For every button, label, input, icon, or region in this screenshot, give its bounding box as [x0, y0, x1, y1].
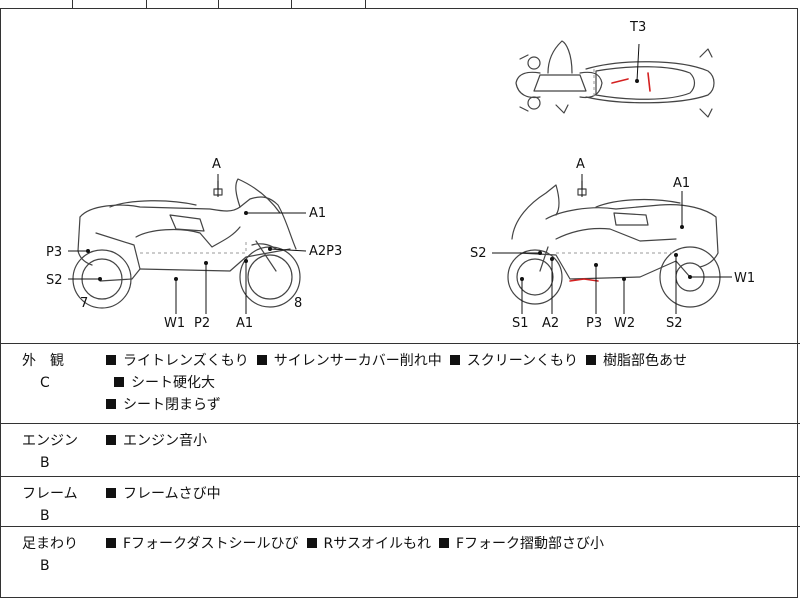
label-right-w1: W1: [734, 271, 755, 286]
label-left-8: 8: [294, 296, 302, 311]
bullet-square-icon: [256, 355, 267, 365]
bullet-square-icon: [438, 538, 449, 548]
category-name: 外 観: [22, 353, 64, 369]
issue-item: サイレンサーカバー削れ中: [256, 353, 442, 369]
damage-mark-seat-1: [611, 78, 629, 84]
issue-item: シート閉まらず: [106, 397, 221, 413]
issue-item: Fフォーク摺動部さび小: [438, 536, 604, 552]
issue-item: エンジン音小: [106, 433, 207, 449]
label-t3: T3: [629, 20, 646, 35]
label-left-p2: P2: [194, 316, 210, 331]
condition-row-frame: フレーム B フレームさび中: [0, 476, 800, 526]
top-view-drawing: [515, 40, 715, 118]
damage-diagram: T3 A A1 A2P3 P3 S2 7 8 W1 P2 A1 A A1 S2 …: [0, 9, 800, 343]
category-grade: C: [40, 375, 50, 391]
header-cell: [218, 0, 292, 8]
damage-mark-seat-2: [647, 72, 651, 92]
header-cell: [72, 0, 147, 8]
label-right-a2: A2: [542, 316, 559, 331]
condition-row-suspension: 足まわり B Fフォークダストシールひび Rサスオイルもれ Fフォーク摺動部さび小: [0, 526, 800, 600]
issue-list: ライトレンズくもりサイレンサーカバー削れ中スクリーンくもり樹脂部色あせシート硬化…: [106, 350, 796, 416]
label-left-a1: A1: [309, 206, 326, 221]
bullet-square-icon: [586, 355, 597, 365]
label-right-s2-bottom: S2: [666, 316, 683, 331]
bullet-square-icon: [114, 377, 124, 387]
label-right-s2: S2: [470, 246, 487, 261]
issue-list: エンジン音小: [106, 430, 796, 452]
label-left-w1: W1: [164, 316, 185, 331]
label-left-p3: P3: [46, 245, 62, 260]
label-right-p3: P3: [586, 316, 602, 331]
header-row-strip: [0, 0, 800, 8]
bullet-square-icon: [306, 538, 317, 548]
category-cell: フレーム B: [22, 483, 78, 527]
scooter-diagram-svg: T3 A A1 A2P3 P3 S2 7 8 W1 P2 A1 A A1 S2 …: [46, 20, 755, 331]
label-left-7: 7: [80, 296, 88, 311]
bullet-square-icon: [106, 538, 116, 548]
bullet-square-icon: [106, 355, 116, 365]
issue-item: 樹脂部色あせ: [586, 353, 687, 369]
condition-row-engine: エンジン B エンジン音小: [0, 423, 800, 476]
header-cell: [0, 0, 73, 8]
label-left-a1-bottom: A1: [236, 316, 253, 331]
category-cell: 足まわり B: [22, 533, 78, 577]
header-cell: [146, 0, 219, 8]
bullet-square-icon: [106, 488, 116, 498]
bullet-square-icon: [106, 435, 116, 445]
label-right-w2: W2: [614, 316, 635, 331]
left-view-drawing: [72, 178, 301, 309]
category-grade: B: [40, 558, 50, 574]
category-cell: エンジン B: [22, 430, 78, 474]
category-name: エンジン: [22, 433, 78, 449]
category-name: 足まわり: [22, 536, 78, 552]
condition-row-exterior: 外 観 C ライトレンズくもりサイレンサーカバー削れ中スクリーンくもり樹脂部色あ…: [0, 343, 800, 423]
issue-item: ライトレンズくもり: [106, 353, 249, 369]
header-cell: [291, 0, 366, 8]
label-left-s2: S2: [46, 273, 63, 288]
issue-item: フレームさび中: [106, 486, 221, 502]
report-frame: [0, 8, 798, 598]
right-view-drawing: [507, 180, 721, 308]
label-right-a1: A1: [673, 176, 690, 191]
label-right-a: A: [576, 157, 585, 172]
label-left-a: A: [212, 157, 221, 172]
issue-item: スクリーンくもり: [449, 353, 578, 369]
label-right-s1: S1: [512, 316, 529, 331]
damage-mark-side: [569, 278, 599, 282]
issue-list: Fフォークダストシールひび Rサスオイルもれ Fフォーク摺動部さび小: [106, 533, 796, 555]
issue-item: Rサスオイルもれ: [306, 536, 431, 552]
bullet-square-icon: [449, 355, 460, 365]
category-grade: B: [40, 508, 50, 524]
category-grade: B: [40, 455, 50, 471]
label-left-a2p3: A2P3: [309, 244, 342, 259]
category-cell: 外 観 C: [22, 350, 64, 394]
issue-item: Fフォークダストシールひび: [106, 536, 299, 552]
category-name: フレーム: [22, 486, 78, 502]
bullet-square-icon: [106, 399, 116, 409]
issue-item: シート硬化大: [114, 375, 215, 391]
issue-list: フレームさび中: [106, 483, 796, 505]
